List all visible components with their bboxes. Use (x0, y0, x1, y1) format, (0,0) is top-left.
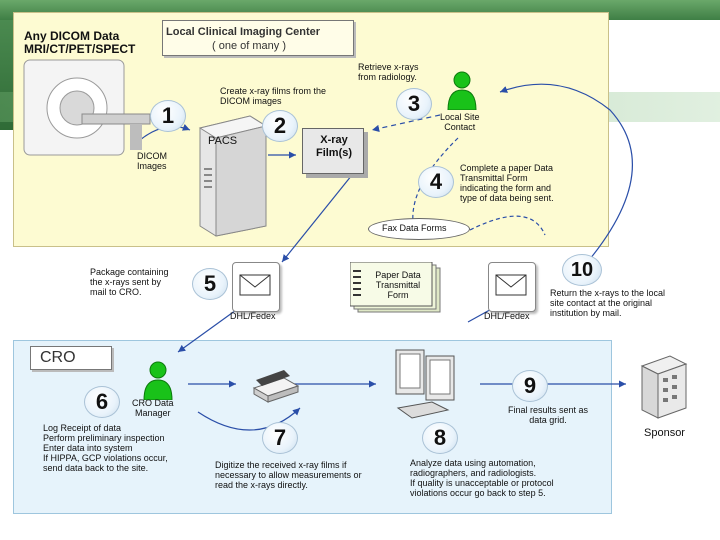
xray-film-label: X-ray Film(s) (315, 134, 353, 159)
fax-data-forms-oval (368, 218, 470, 240)
cro-title: CRO (40, 349, 76, 366)
dicom-images-label: DICOM Images (137, 151, 167, 171)
return-note: Return the x-rays to the local site cont… (550, 288, 666, 318)
film-scanner-icon (252, 370, 300, 403)
step-9-badge: 9 (512, 370, 548, 402)
step-3-badge: 3 (396, 88, 432, 120)
dhl-label-1: DHL/Fedex (230, 311, 276, 321)
final-results-note: Final results sent as data grid. (508, 405, 589, 425)
workstation-icon (395, 349, 455, 419)
cro-title-box (30, 346, 112, 370)
xray-film-box (302, 128, 364, 174)
step-6-badge: 6 (84, 386, 120, 418)
sponsor-label: Sponsor (644, 427, 685, 439)
create-films-note: Create x-ray films from the DICOM images (220, 86, 327, 106)
dhl-label-2: DHL/Fedex (484, 311, 530, 321)
step-1-badge: 1 (150, 100, 186, 132)
step-8-badge: 8 (422, 422, 458, 454)
step-2-badge: 2 (262, 110, 298, 142)
step-5-badge: 5 (192, 268, 228, 300)
center-title-box (162, 20, 354, 56)
local-contact-person-icon (447, 71, 477, 110)
paper-form-label: Paper Data Transmittal Form (375, 270, 421, 300)
mri-scanner-icon (23, 59, 151, 156)
fax-data-forms-label: Fax Data Forms (382, 223, 447, 233)
log-receipt-note: Log Receipt of data Perform preliminary … (43, 423, 168, 473)
sponsor-building-icon (640, 355, 688, 419)
cro-manager-label: CRO Data Manager (132, 398, 174, 418)
pacs-label: PACS (208, 135, 238, 147)
local-contact-label: Local Site Contact (440, 112, 480, 132)
step-10-badge: 10 (562, 254, 602, 286)
center-title: Local Clinical Imaging Center (166, 26, 321, 38)
retrieve-note: Retrieve x-rays from radiology. (358, 62, 419, 82)
digitize-note: Digitize the received x-ray films if nec… (215, 460, 362, 490)
step-4-badge: 4 (418, 166, 454, 198)
step-7-badge: 7 (262, 422, 298, 454)
pacs-server-icon (198, 115, 268, 237)
envelope-icon-2 (495, 274, 527, 296)
center-subtitle: ( one of many ) (212, 40, 286, 52)
cro-manager-person-icon (143, 361, 173, 400)
source-title: Any DICOM Data MRI/CT/PET/SPECT (24, 29, 136, 56)
paper-form-icon (350, 262, 441, 313)
package-note: Package containing the x-rays sent by ma… (90, 267, 169, 297)
analyze-note: Analyze data using automation, radiograp… (410, 458, 554, 498)
envelope-icon-1 (239, 274, 271, 296)
complete-form-note: Complete a paper Data Transmittal Form i… (460, 163, 554, 203)
cro-panel (13, 340, 612, 514)
